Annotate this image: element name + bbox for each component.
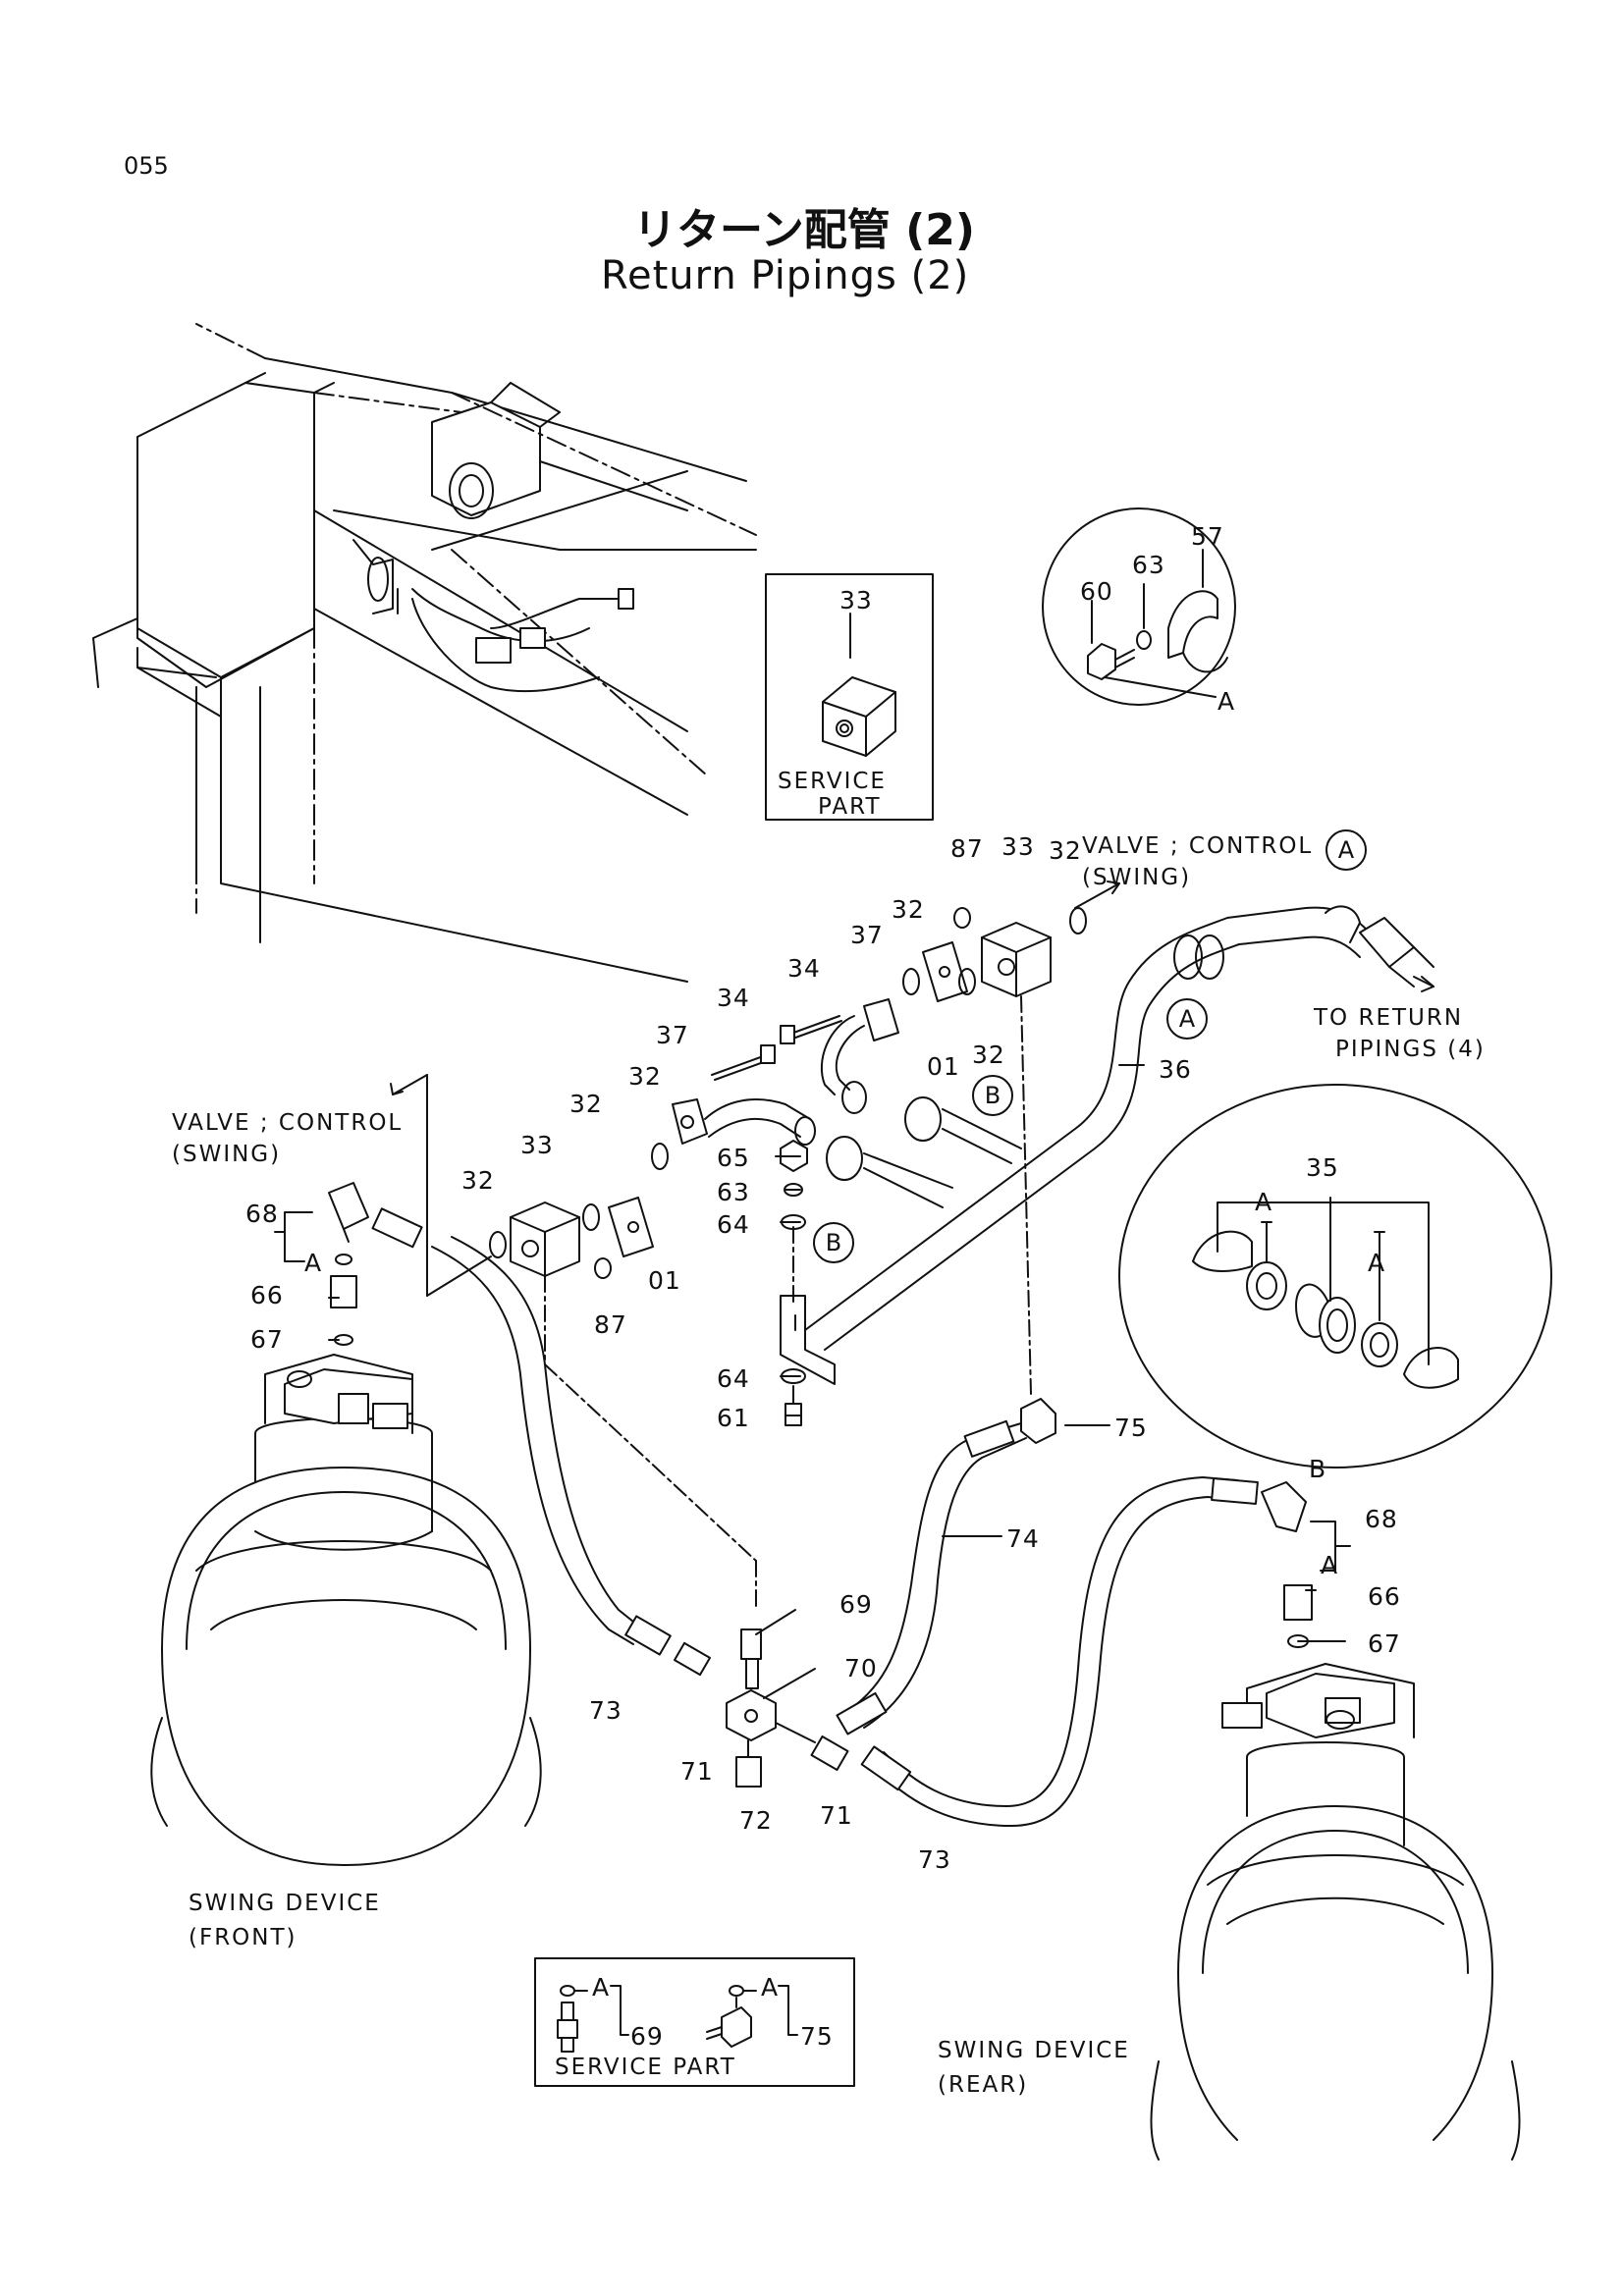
valve-arrows [391, 881, 1434, 1296]
box2-letter-a-69: A [592, 1973, 611, 2002]
callout-b-upper: B [972, 1075, 1013, 1116]
callout-b-lower: B [813, 1222, 854, 1263]
part-number-35: 35 [1306, 1153, 1339, 1182]
hose-73-front [373, 1208, 710, 1675]
part-number-63-stack: 63 [717, 1178, 750, 1206]
detail-a-letter: A [1217, 687, 1236, 716]
part-number-32-e: 32 [569, 1090, 603, 1118]
part-number-32-b: 32 [892, 895, 925, 924]
front-68-letter-a: A [304, 1249, 323, 1277]
swing-device-rear-label-2: (REAR) [938, 2072, 1029, 2098]
part-number-32-top: 32 [1049, 836, 1082, 865]
swing-device-front-label-1: SWING DEVICE [189, 1891, 381, 1916]
part-number-32-d: 32 [628, 1062, 662, 1091]
leader-lines [329, 1065, 1345, 1698]
part-number-71-right: 71 [820, 1801, 853, 1830]
return-pipe-36 [781, 906, 1434, 1384]
part-number-67-rear: 67 [1368, 1629, 1401, 1658]
part-number-75: 75 [1114, 1414, 1148, 1442]
tee-fitting-assembly [727, 1629, 847, 1787]
detail-b-letter-a1: A [1255, 1188, 1273, 1216]
service-part-label-1a: SERVICE [778, 769, 887, 794]
title-english: Return Pipings (2) [601, 253, 970, 298]
part-number-64-upper: 64 [717, 1210, 750, 1239]
part-number-34-left: 34 [717, 984, 750, 1012]
part-number-65: 65 [717, 1144, 750, 1172]
part-number-68-rear: 68 [1365, 1505, 1398, 1533]
part-number-74: 74 [1006, 1524, 1040, 1553]
valve-control-label-left: VALVE ; CONTROL [172, 1110, 404, 1136]
service-part-label-2: SERVICE PART [555, 2055, 736, 2080]
hose-74 [837, 1399, 1055, 1735]
swing-front-fittings [275, 1183, 368, 1345]
box2-letter-a-75: A [761, 1973, 780, 2002]
part-number-66-front: 66 [250, 1281, 284, 1309]
swing-device-rear [1152, 1664, 1520, 2160]
page-number: 055 [124, 152, 169, 180]
rear-68-letter-a: A [1321, 1551, 1339, 1579]
part-number-72: 72 [739, 1806, 773, 1835]
valve-swing-label-top: (SWING) [1082, 865, 1192, 890]
part-number-63-detail: 63 [1132, 551, 1165, 579]
valve-swing-label-left: (SWING) [172, 1142, 282, 1167]
hose-73-rear [862, 1477, 1306, 1826]
part-number-32-f: 32 [461, 1166, 495, 1195]
part-number-34-right: 34 [787, 954, 821, 983]
part-number-70: 70 [844, 1654, 878, 1682]
upper-frame-structure [93, 324, 756, 982]
part-number-57: 57 [1191, 522, 1224, 551]
callout-a-pipe: A [1166, 998, 1208, 1040]
part-number-60: 60 [1080, 577, 1113, 606]
part-number-33-left: 33 [520, 1131, 554, 1159]
swing-rear-fittings [1284, 1522, 1350, 1647]
detail-b-letter-a2: A [1368, 1249, 1386, 1277]
part-number-01-left: 01 [648, 1266, 681, 1295]
part-number-36: 36 [1159, 1055, 1192, 1084]
part-number-69: 69 [839, 1590, 873, 1619]
callout-a-top: A [1325, 829, 1367, 871]
detail-b-letter: B [1309, 1455, 1327, 1483]
part-number-87-top: 87 [950, 834, 984, 863]
title-japanese: リターン配管 (2) [633, 205, 975, 255]
part-number-33-top: 33 [1001, 832, 1035, 861]
service-part-box-2 [535, 1958, 854, 2086]
part-number-73-front: 73 [589, 1696, 622, 1725]
part-number-33-service: 33 [839, 586, 873, 614]
part-number-67-front: 67 [250, 1325, 284, 1354]
part-number-37-right: 37 [850, 921, 884, 949]
part-number-66-rear: 66 [1368, 1582, 1401, 1611]
part-number-71-left: 71 [680, 1757, 714, 1786]
part-number-68-front: 68 [245, 1200, 279, 1228]
part-number-87-left: 87 [594, 1310, 627, 1339]
flange-assembly [490, 908, 1086, 1610]
part-number-37-left: 37 [656, 1021, 689, 1049]
swing-device-front [151, 1355, 540, 1865]
part-number-61: 61 [717, 1404, 750, 1432]
detail-a-circle [1043, 508, 1235, 705]
box2-part-number-69: 69 [630, 2022, 664, 2051]
swing-device-front-label-2: (FRONT) [189, 1925, 298, 1950]
part-number-32-c: 32 [972, 1041, 1005, 1069]
swing-device-rear-label-1: SWING DEVICE [938, 2038, 1130, 2063]
part-number-01-right: 01 [927, 1052, 960, 1081]
service-part-box-1 [766, 574, 933, 820]
to-return-label: TO RETURN [1314, 1005, 1464, 1031]
detail-b-circle [1119, 1085, 1551, 1468]
service-part-label-1b: PART [818, 794, 882, 820]
valve-control-label-top: VALVE ; CONTROL [1082, 833, 1314, 859]
part-number-73-rear: 73 [918, 1845, 951, 1874]
part-number-64-lower: 64 [717, 1364, 750, 1393]
pipings-label: PIPINGS (4) [1335, 1037, 1486, 1062]
box2-part-number-75: 75 [800, 2022, 834, 2051]
